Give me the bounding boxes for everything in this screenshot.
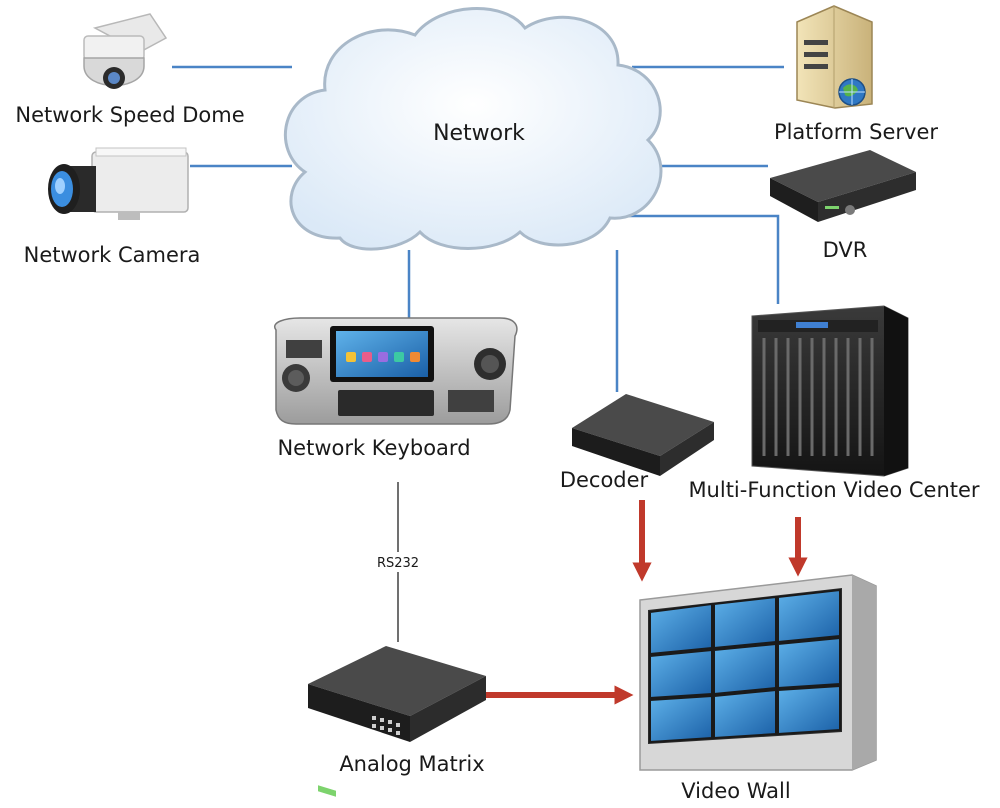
analog-matrix-label: Analog Matrix [339, 752, 484, 776]
analog-matrix-device: Analog Matrix [308, 646, 486, 797]
connection-lines [172, 65, 784, 392]
dvr-icon [770, 150, 916, 222]
rs232-label: RS232 [377, 556, 419, 571]
speed-dome-label: Network Speed Dome [15, 103, 244, 127]
dvr-label: DVR [823, 238, 868, 262]
video-wall-device: Video Wall [639, 574, 877, 803]
platform-server-label: Platform Server [774, 120, 938, 144]
video-wall-icon [639, 574, 877, 771]
video-wall-label: Video Wall [681, 779, 790, 803]
network-keyboard-device: Network Keyboard [274, 317, 518, 460]
video-center-label: Multi-Function Video Center [688, 478, 979, 502]
speed-dome-device: Network Speed Dome [15, 13, 245, 127]
network-camera-label: Network Camera [24, 243, 201, 267]
video-center-device: Multi-Function Video Center [688, 305, 980, 502]
network-keyboard-label: Network Keyboard [277, 436, 470, 460]
platform-server-device: Platform Server [774, 5, 938, 144]
decoder-device: Decoder [560, 394, 714, 492]
signal-arrows [486, 500, 808, 705]
network-cloud: Network [283, 7, 663, 251]
matrix-icon [308, 646, 486, 797]
network-label: Network [433, 121, 525, 146]
network-camera-device: Network Camera [24, 147, 201, 267]
box-camera-icon [48, 147, 189, 220]
decoder-icon [572, 394, 714, 476]
decoder-label: Decoder [560, 468, 649, 492]
server-icon [796, 5, 873, 109]
link-video-center [624, 214, 780, 304]
keyboard-icon [274, 317, 518, 425]
dvr-device: DVR [770, 150, 916, 262]
speed-dome-icon [83, 13, 168, 89]
chassis-icon [751, 305, 909, 477]
